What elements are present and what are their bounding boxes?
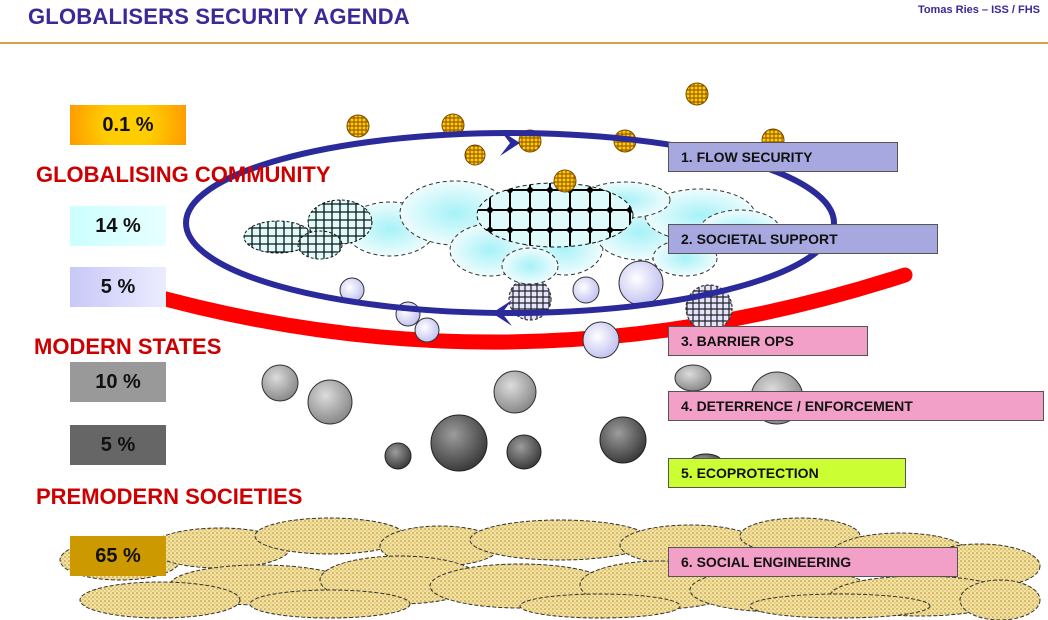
modern-state-circle [261,364,299,402]
globaliser-ball [553,169,577,193]
share-box-globalisers: 0.1 % [70,105,186,145]
section-modern-states: MODERN STATES [34,334,222,359]
orbit-arrow-left-icon [492,300,512,326]
page-title: GLOBALISERS SECURITY AGENDA [28,4,410,29]
barrier-arc [132,267,913,350]
globaliser-ball [346,114,370,138]
state-circle [508,277,552,321]
premodern-society-blob [959,579,1041,620]
premodern-society-blob [79,581,241,619]
modern-state-circle [493,370,537,414]
developing-states-cluster [339,260,733,359]
share-box-community: 14 % [70,206,166,246]
globaliser-ball [464,144,486,166]
modern-state-circle [430,414,488,472]
modern-state-circle [674,364,712,392]
agenda-flow-security: 1. FLOW SECURITY [668,142,898,172]
state-circle [572,276,600,304]
agenda-social-engineering: 6. SOCIAL ENGINEERING [668,547,958,577]
flow-orbit [183,130,837,316]
globaliser-ball [685,82,709,106]
state-circle [582,321,620,359]
premodern-society-blob [519,593,681,619]
share-box-modern-dark: 5 % [70,425,166,465]
agenda-ecoprotection: 5. ECOPROTECTION [668,458,906,488]
modern-state-circle [384,442,412,470]
share-box-premodern: 65 % [70,536,166,576]
header: GLOBALISERS SECURITY AGENDA Tomas Ries –… [0,0,1048,46]
premodern-society-blob [249,589,411,619]
agenda-barrier-ops: 3. BARRIER OPS [668,326,868,356]
agenda-societal-support: 2. SOCIETAL SUPPORT [668,224,938,254]
author-credit: Tomas Ries – ISS / FHS [917,4,1040,16]
header-rule [0,42,1048,44]
agenda-deterrence-enforcement: 4. DETERRENCE / ENFORCEMENT [668,391,1044,421]
premodern-society-blob [739,517,861,555]
section-globalising-community: GLOBALISING COMMUNITY [36,162,331,187]
modern-state-circle [307,379,353,425]
section-premodern-societies: PREMODERN SOCIETIES [36,484,303,509]
state-circle [618,260,664,306]
share-box-modern-mid: 10 % [70,362,166,402]
modern-state-circle [599,416,647,464]
orbit-arrow-right-icon [500,130,520,156]
share-box-modern-light: 5 % [70,267,166,307]
state-circle [414,317,440,343]
premodern-society-blob [749,593,931,619]
modern-state-circle [506,434,542,470]
